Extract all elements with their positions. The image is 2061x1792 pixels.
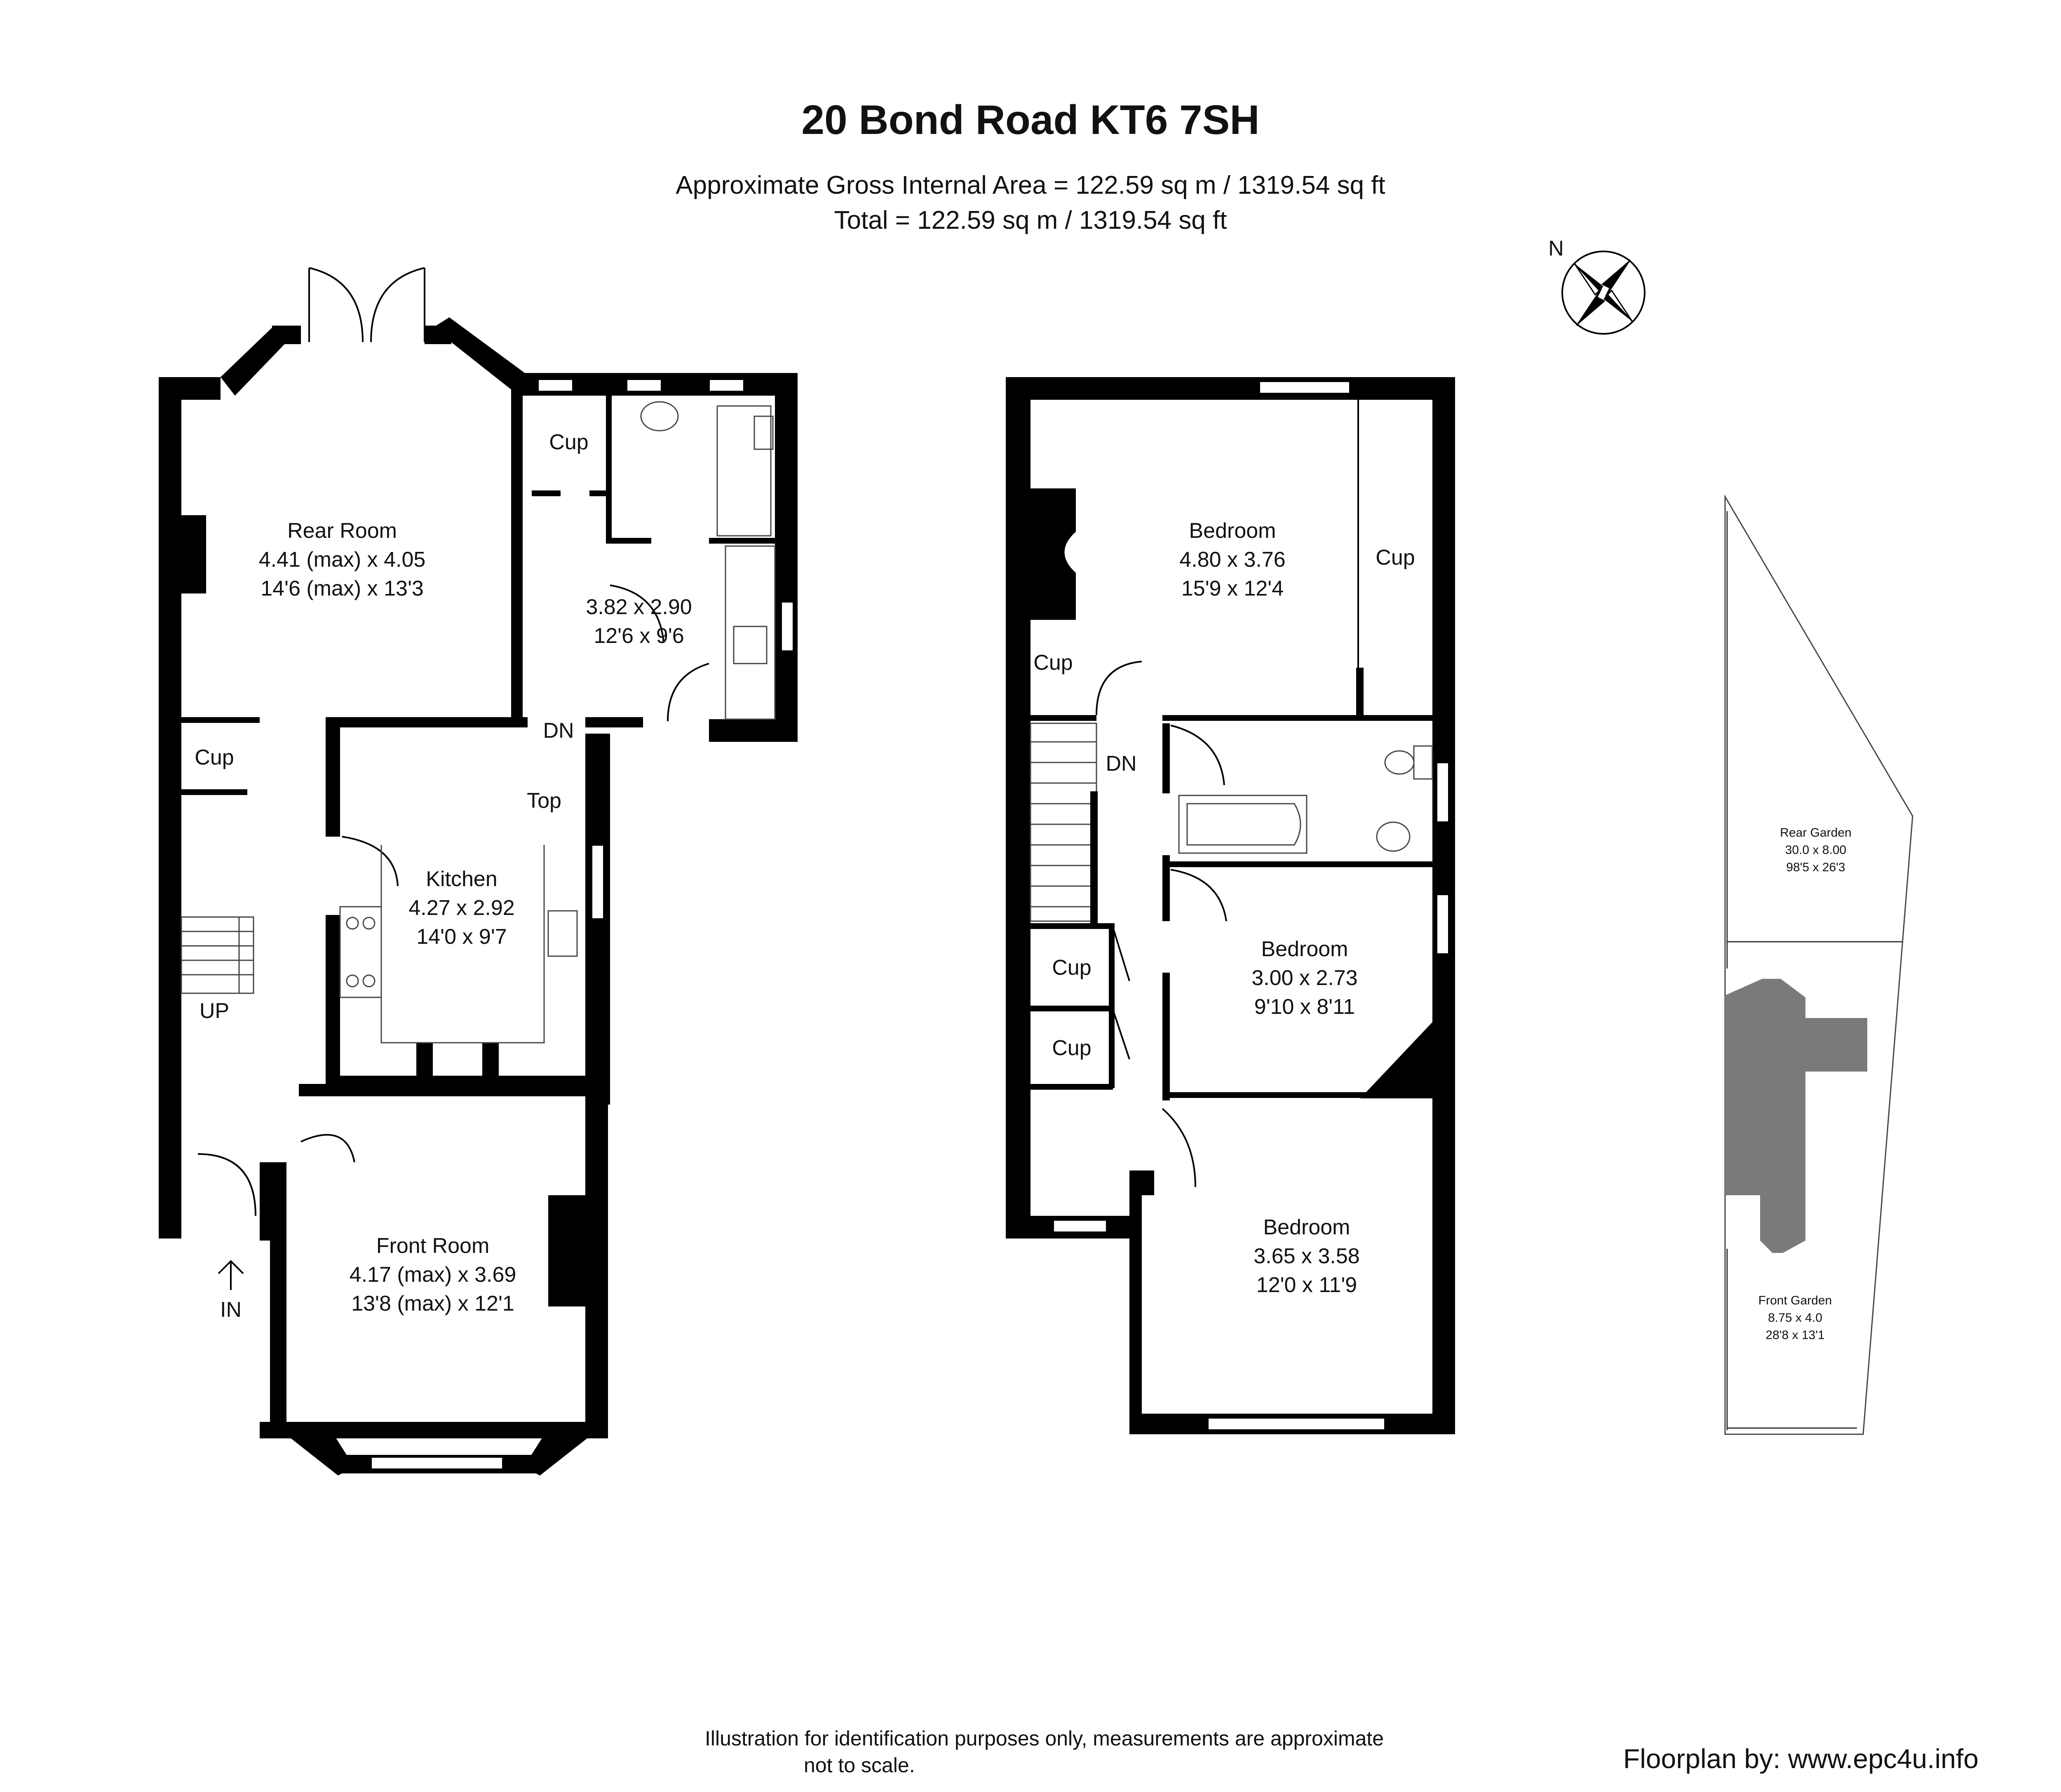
utility-metric: 3.82 x 2.90 (586, 595, 692, 619)
front-garden-name: Front Garden (1758, 1294, 1832, 1307)
rear-garden-imperial: 98'5 x 26'3 (1786, 861, 1845, 874)
bedroom3-name: Bedroom (1263, 1215, 1350, 1239)
stairs-up-label: UP (200, 999, 229, 1023)
entrance-arrow-icon (218, 1260, 244, 1290)
front-garden-metric: 8.75 x 4.0 (1768, 1311, 1822, 1325)
kitchen-top-label: Top (527, 789, 561, 813)
gross-area-text: Approximate Gross Internal Area = 122.59… (676, 171, 1385, 199)
front-room-name: Front Room (376, 1234, 490, 1258)
kitchen-imperial: 14'0 x 9'7 (416, 925, 507, 949)
bedroom1-imperial: 15'9 x 12'4 (1181, 577, 1284, 600)
rear-room-metric: 4.41 (max) x 4.05 (259, 548, 426, 572)
bedroom2-imperial: 9'10 x 8'11 (1254, 995, 1355, 1019)
front-room-metric: 4.17 (max) x 3.69 (350, 1263, 516, 1287)
bedroom1-small-cup-label: Cup (1033, 651, 1073, 675)
total-area-text: Total = 122.59 sq m / 1319.54 sq ft (834, 206, 1227, 235)
utility-imperial: 12'6 x 9'6 (594, 624, 684, 648)
compass-rose-icon (1561, 251, 1646, 335)
bedroom1-metric: 4.80 x 3.76 (1179, 548, 1285, 572)
ground-dn-label: DN (543, 719, 574, 743)
first-dn-label: DN (1106, 752, 1136, 776)
front-room-imperial: 13'8 (max) x 12'1 (351, 1292, 514, 1316)
site-plan (1724, 494, 1913, 1435)
rear-room-imperial: 14'6 (max) x 13'3 (261, 577, 424, 600)
kitchen-metric: 4.27 x 2.92 (408, 896, 514, 920)
entrance-in-label: IN (220, 1298, 242, 1322)
disclaimer-line1: Illustration for identification purposes… (705, 1727, 1384, 1750)
front-garden-imperial: 28'8 x 13'1 (1765, 1328, 1824, 1342)
landing-cup-b-label: Cup (1052, 1036, 1091, 1060)
ground-floor-plan (159, 267, 798, 1475)
rear-garden-metric: 30.0 x 8.00 (1785, 843, 1846, 857)
floorplan-credit: Floorplan by: www.epc4u.info (1623, 1743, 1979, 1774)
bedroom2-name: Bedroom (1261, 937, 1348, 961)
disclaimer-line2: not to scale. (804, 1754, 915, 1777)
rear-room-name: Rear Room (287, 519, 397, 543)
bedroom2-metric: 3.00 x 2.73 (1251, 966, 1357, 990)
kitchen-name: Kitchen (426, 867, 497, 891)
page-title: 20 Bond Road KT6 7SH (801, 97, 1259, 143)
rear-garden-name: Rear Garden (1780, 826, 1851, 840)
bedroom1-cup-label: Cup (1376, 546, 1415, 570)
bedroom3-metric: 3.65 x 3.58 (1254, 1244, 1359, 1268)
bedroom3-imperial: 12'0 x 11'9 (1256, 1273, 1357, 1297)
compass-north-label: N (1548, 237, 1564, 260)
house-footprint (1725, 979, 1867, 1253)
utility-cup-label: Cup (549, 430, 588, 454)
landing-cup-a-label: Cup (1052, 956, 1091, 980)
first-floor-plan (1006, 377, 1455, 1434)
bedroom1-name: Bedroom (1189, 519, 1276, 543)
hall-cup-label: Cup (195, 746, 234, 769)
